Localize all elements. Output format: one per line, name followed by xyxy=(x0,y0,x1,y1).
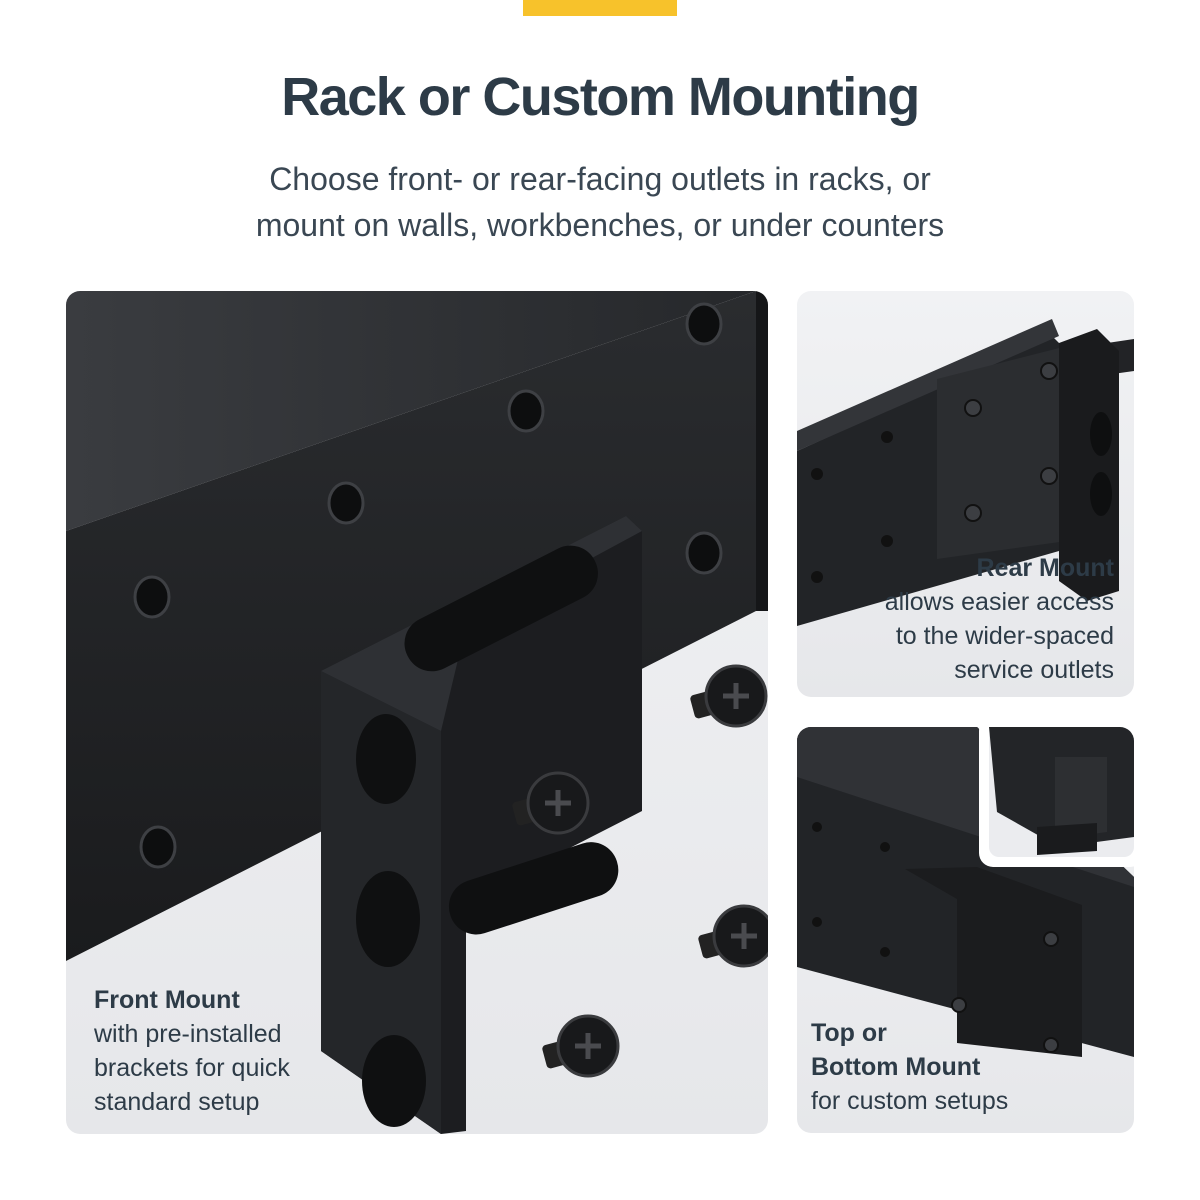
front-mount-panel: Front Mount with pre-installed brackets … xyxy=(66,291,768,1134)
front-mount-caption: Front Mount with pre-installed brackets … xyxy=(94,983,290,1119)
page-title: Rack or Custom Mounting xyxy=(281,67,920,127)
rear-screws xyxy=(964,362,1058,522)
subtitle-line-2: mount on walls, workbenches, or under co… xyxy=(255,207,945,243)
loose-screws xyxy=(512,664,768,1078)
rear-holes xyxy=(811,431,893,583)
top-holes xyxy=(812,822,890,957)
front-mount-line-1: with pre-installed xyxy=(94,1020,282,1048)
top-bottom-mount-illustration xyxy=(797,727,1134,1057)
subtitle-line-1: Choose front- or rear-facing outlets in … xyxy=(269,161,931,197)
rear-mount-line-1: allows easier access xyxy=(884,588,1114,616)
front-mount-line-3: standard setup xyxy=(94,1088,260,1116)
top-screws xyxy=(951,931,1059,1053)
chassis-holes xyxy=(133,302,723,869)
rear-mount-illustration xyxy=(797,319,1134,626)
top-bottom-mount-title-2: Bottom Mount xyxy=(811,1053,981,1081)
top-bottom-mount-caption: Top or Bottom Mount for custom setups xyxy=(811,1016,1008,1118)
top-bottom-mount-title-1: Top or xyxy=(811,1019,887,1047)
rear-mount-caption: Rear Mount allows easier access to the w… xyxy=(885,551,1114,687)
front-mount-line-2: brackets for quick xyxy=(94,1054,290,1082)
front-l-bracket xyxy=(321,516,642,1134)
front-mount-title: Front Mount xyxy=(94,986,240,1014)
rear-mount-title: Rear Mount xyxy=(976,554,1115,582)
page-subtitle: Choose front- or rear-facing outlets in … xyxy=(0,156,1200,248)
front-mount-illustration xyxy=(66,291,768,1134)
top-bottom-mount-line-1: for custom setups xyxy=(811,1087,1009,1115)
accent-bar xyxy=(523,0,677,16)
top-bottom-mount-panel: Top or Bottom Mount for custom setups xyxy=(797,727,1134,1133)
inset-thumbnail xyxy=(979,727,1134,867)
rear-mount-line-3: service outlets xyxy=(954,656,1114,684)
rear-mount-panel: Rear Mount allows easier access to the w… xyxy=(797,291,1134,697)
rear-mount-line-2: to the wider-spaced xyxy=(895,622,1114,650)
